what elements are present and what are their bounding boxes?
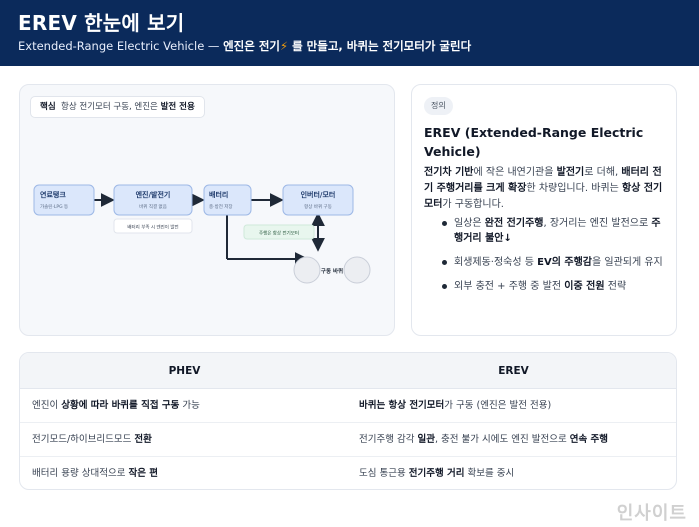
definition-tag: 정의 — [424, 97, 453, 115]
page-title: EREV 한눈에 보기 — [18, 11, 185, 35]
text-segment: 배터리 용량 상대적으로 — [32, 468, 129, 479]
text-segment: , 충전 불가 시에도 엔진 발전으로 — [434, 434, 570, 445]
diagram-card: 연료탱크 가솔린·LPG 등 엔진/발전기 바퀴 직결 없음 배터리 충·방전 … — [19, 84, 395, 336]
node-engine-sub: 바퀴 직결 없음 — [139, 203, 167, 210]
emphasis-text: 항상 전기모터 — [424, 183, 663, 210]
comparison-table: PHEV EREV 엔진이 상황에 따라 바퀴를 직접 구동 가능 바퀴는 항상… — [19, 352, 677, 490]
emphasis-text: 이중 전원 — [564, 281, 605, 292]
node-battery: 배터리 충·방전 저장 — [203, 184, 252, 216]
comparison-header: PHEV EREV — [20, 353, 676, 389]
cell-erev: 전기주행 감각 일관, 충전 불가 시에도 엔진 발전으로 연속 주행 — [359, 423, 608, 457]
core-text: 항상 전기모터 구동, 엔진은 — [61, 102, 161, 112]
core-bold: 발전 전용 — [160, 102, 195, 112]
node-inverter-motor: 인버터/모터 항상 바퀴 구동 — [282, 184, 354, 216]
subtitle-bold-engine: 엔진은 전기 — [223, 39, 280, 53]
emphasis-text: 연속 주행 — [569, 434, 609, 445]
text-segment: 로 더해, — [584, 167, 622, 178]
emphasis-text: 상황에 따라 바퀴를 직접 구동 — [61, 400, 180, 411]
definition-title: EREV (Extended-Range Electric Vehicle) — [424, 125, 644, 159]
node-fuel-tank-title: 연료탱크 — [40, 190, 66, 199]
definition-bullet: 회생제동·정숙성 등 EV의 주행감을 일관되게 유지 — [442, 255, 668, 270]
wheel-label: 구동 바퀴 — [321, 267, 343, 275]
lightning-icon: ⚡ — [280, 39, 289, 53]
text-segment: 확보를 중시 — [464, 468, 515, 479]
definition-bullet: 일상은 완전 전기주행, 장거리는 엔진 발전으로 주행거리 불안↓ — [442, 216, 668, 246]
text-segment: 전기주행 감각 — [359, 434, 418, 445]
node-engine-title: 엔진/발전기 — [136, 190, 171, 199]
note-always-motor-text: 주행은 항상 전기모터 — [259, 230, 299, 237]
cell-erev: 도심 통근용 전기주행 거리 확보를 중시 — [359, 457, 515, 489]
node-fuel-tank: 연료탱크 가솔린·LPG 등 — [33, 184, 95, 216]
text-segment: 한 차량입니다. 바퀴는 — [526, 183, 622, 194]
definition-bullet: 외부 충전 + 주행 중 발전 이중 전원 전략 — [442, 279, 668, 294]
text-segment: 전략 — [604, 281, 627, 292]
emphasis-text: 완전 전기주행 — [484, 218, 544, 229]
node-battery-title: 배터리 — [209, 190, 228, 199]
definition-desc: 전기차 기반에 작은 내연기관을 발전기로 더해, 배터리 전기 주행거리를 크… — [424, 165, 666, 213]
subtitle-mid: 를 만들고, — [288, 39, 347, 53]
text-segment: 엔진이 — [32, 400, 62, 411]
powertrain-diagram: 연료탱크 가솔린·LPG 등 엔진/발전기 바퀴 직결 없음 배터리 충·방전 … — [33, 184, 371, 284]
emphasis-text: 작은 편 — [128, 468, 158, 479]
header-phev: PHEV — [168, 365, 201, 377]
wheel-left-icon — [293, 256, 321, 284]
text-segment: 가 구동 (엔진은 발전 전용) — [444, 400, 552, 411]
text-segment: 가 구동합니다. — [442, 199, 504, 210]
note-always-motor: 주행은 항상 전기모터 — [243, 224, 315, 240]
emphasis-text: 일관 — [417, 434, 435, 445]
note-battery-low: 배터리 부족 시 엔진이 발전 — [113, 218, 193, 234]
emphasis-text: 전기차 기반 — [424, 167, 474, 178]
watermark: 인사이트 — [616, 503, 687, 524]
emphasis-text: 전환 — [134, 434, 152, 445]
cell-erev: 바퀴는 항상 전기모터가 구동 (엔진은 발전 전용) — [359, 389, 551, 423]
wheel-right-icon — [343, 256, 371, 284]
text-segment: , 장거리는 엔진 발전으로 — [543, 218, 652, 229]
page-subtitle: Extended-Range Electric Vehicle — 엔진은 전기… — [18, 38, 471, 54]
table-row: 전기모드/하이브리드모드 전환 전기주행 감각 일관, 충전 불가 시에도 엔진… — [20, 423, 676, 457]
node-engine-generator: 엔진/발전기 바퀴 직결 없음 — [113, 184, 193, 216]
emphasis-text: 전기주행 거리 — [408, 468, 465, 479]
emphasis-text: 바퀴는 항상 전기모터 — [359, 400, 445, 411]
definition-card: 정의 EREV (Extended-Range Electric Vehicle… — [411, 84, 677, 336]
core-summary-chip: 핵심 항상 전기모터 구동, 엔진은 발전 전용 — [30, 96, 205, 118]
subtitle-bold-motor: 바퀴는 전기모터가 굴린다 — [346, 39, 472, 53]
emphasis-text: 주행거리 불안↓ — [454, 218, 661, 244]
text-segment: 을 일관되게 유지 — [592, 257, 663, 268]
cell-phev: 엔진이 상황에 따라 바퀴를 직접 구동 가능 — [32, 389, 200, 423]
node-motor-sub: 항상 바퀴 구동 — [304, 203, 332, 210]
emphasis-text: 배터리 전기 주행거리를 크게 확장 — [424, 167, 662, 194]
table-row: 엔진이 상황에 따라 바퀴를 직접 구동 가능 바퀴는 항상 전기모터가 구동 … — [20, 389, 676, 423]
text-segment: 도심 통근용 — [359, 468, 409, 479]
core-label: 핵심 — [40, 102, 56, 112]
subtitle-prefix: Extended-Range Electric Vehicle — — [18, 39, 224, 53]
cell-phev: 전기모드/하이브리드모드 전환 — [32, 423, 152, 457]
node-battery-sub: 충·방전 저장 — [209, 203, 233, 210]
definition-bullets: 일상은 완전 전기주행, 장거리는 엔진 발전으로 주행거리 불안↓ 회생제동·… — [442, 216, 668, 303]
cell-phev: 배터리 용량 상대적으로 작은 편 — [32, 457, 158, 489]
text-segment: 가능 — [179, 400, 200, 411]
node-fuel-tank-sub: 가솔린·LPG 등 — [40, 203, 68, 210]
emphasis-text: EV의 주행감 — [537, 257, 592, 268]
page-header: EREV 한눈에 보기 Extended-Range Electric Vehi… — [0, 0, 699, 66]
header-erev: EREV — [498, 365, 529, 377]
text-segment: 회생제동·정숙성 등 — [454, 257, 538, 268]
text-segment: 일상은 — [454, 218, 485, 229]
emphasis-text: 발전기 — [556, 167, 585, 178]
table-row: 배터리 용량 상대적으로 작은 편 도심 통근용 전기주행 거리 확보를 중시 — [20, 457, 676, 489]
node-motor-title: 인버터/모터 — [301, 190, 336, 199]
text-segment: 전기모드/하이브리드모드 — [32, 434, 135, 445]
note-battery-low-text: 배터리 부족 시 엔진이 발전 — [127, 224, 178, 231]
text-segment: 에 작은 내연기관을 — [473, 167, 557, 178]
text-segment: 외부 충전 + 주행 중 발전 — [454, 281, 565, 292]
